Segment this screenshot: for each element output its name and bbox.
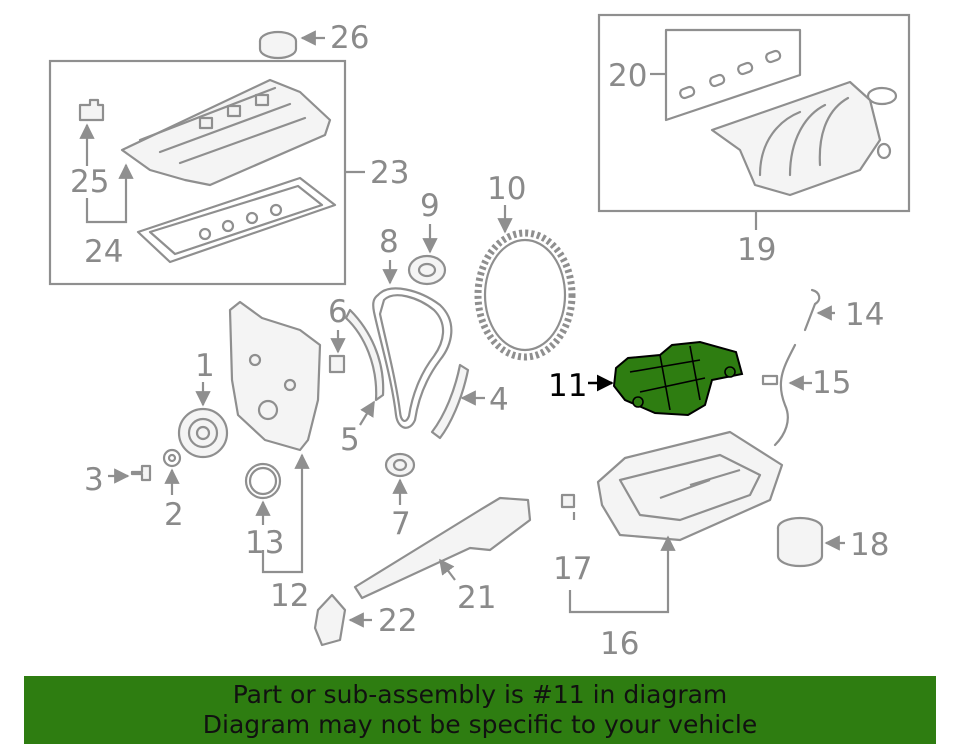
oil-filter bbox=[776, 516, 845, 568]
label-21: 21 bbox=[457, 580, 496, 616]
label-19: 19 bbox=[737, 232, 776, 268]
cam-sprocket bbox=[407, 224, 447, 286]
label-24: 24 bbox=[84, 234, 123, 270]
dipstick-tube bbox=[761, 343, 812, 447]
label-8: 8 bbox=[379, 224, 399, 260]
label-26: 26 bbox=[330, 20, 369, 56]
label-13: 13 bbox=[245, 525, 284, 561]
label-2: 2 bbox=[164, 497, 184, 533]
intake-manifold-group bbox=[597, 13, 911, 230]
label-1: 1 bbox=[195, 348, 215, 384]
label-5: 5 bbox=[340, 422, 360, 458]
washer bbox=[162, 448, 182, 495]
part-labels: 1 2 3 4 5 6 7 8 9 10 11 12 13 14 15 16 1… bbox=[70, 20, 889, 662]
dipstick bbox=[803, 288, 835, 332]
flexplate bbox=[474, 205, 576, 361]
label-20: 20 bbox=[608, 58, 647, 94]
label-17: 17 bbox=[553, 551, 592, 587]
timing-chain bbox=[372, 260, 453, 429]
label-14: 14 bbox=[845, 297, 884, 333]
info-banner: Part or sub-assembly is #11 in diagram D… bbox=[24, 676, 936, 744]
drain-plug bbox=[560, 493, 676, 614]
label-22: 22 bbox=[378, 603, 417, 639]
highlighted-part-11 bbox=[588, 340, 744, 417]
valve-cover-group bbox=[48, 59, 365, 286]
label-11: 11 bbox=[548, 368, 587, 404]
tensioner-guide bbox=[344, 308, 385, 426]
mount-bracket bbox=[313, 593, 372, 647]
label-3: 3 bbox=[84, 462, 104, 498]
label-4: 4 bbox=[489, 382, 509, 418]
label-25: 25 bbox=[70, 164, 109, 200]
chain-guide bbox=[430, 363, 485, 440]
label-7: 7 bbox=[391, 506, 411, 542]
label-12: 12 bbox=[270, 578, 309, 614]
banner-line-1: Part or sub-assembly is #11 in diagram bbox=[232, 680, 728, 709]
crank-pulley bbox=[177, 382, 229, 459]
timing-cover bbox=[228, 300, 322, 452]
label-18: 18 bbox=[850, 527, 889, 563]
label-23: 23 bbox=[370, 155, 409, 191]
label-10: 10 bbox=[487, 171, 526, 207]
label-15: 15 bbox=[812, 365, 851, 401]
crank-sprocket bbox=[384, 452, 416, 505]
front-seal bbox=[244, 462, 282, 525]
crank-bolt bbox=[108, 464, 152, 484]
gasket-rail bbox=[353, 496, 532, 600]
oil-filler-cap bbox=[258, 30, 325, 60]
chain-tensioner bbox=[328, 330, 346, 374]
label-9: 9 bbox=[420, 188, 440, 224]
label-16: 16 bbox=[600, 626, 639, 662]
label-6: 6 bbox=[328, 294, 348, 330]
banner-line-2: Diagram may not be specific to your vehi… bbox=[202, 710, 758, 739]
oil-pan bbox=[596, 430, 784, 542]
leader-12 bbox=[261, 453, 310, 574]
